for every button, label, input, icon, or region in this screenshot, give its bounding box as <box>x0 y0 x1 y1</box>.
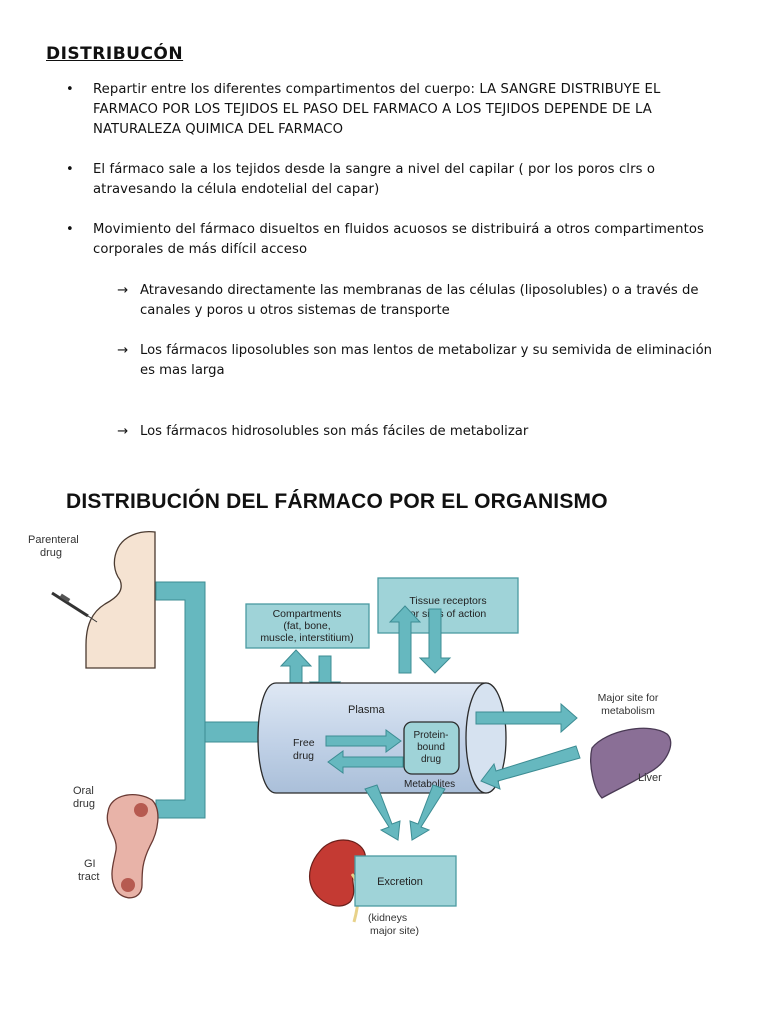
parenteral-label: drug <box>40 547 62 559</box>
binding-arrows <box>325 729 404 774</box>
kidneys-label: (kidneys <box>368 912 407 924</box>
free-drug-label: drug <box>293 750 314 762</box>
arrow-icon: → <box>117 283 129 298</box>
gi-label: tract <box>78 871 99 883</box>
gi-label: GI <box>84 858 96 870</box>
kidneys-label: major site) <box>370 925 419 937</box>
arrow-icon: → <box>117 424 129 439</box>
protein-bound-label: Protein- <box>413 730 448 741</box>
compartments-label: muscle, interstitium) <box>260 632 353 644</box>
excretion-box <box>354 855 457 907</box>
diagram-title: DISTRIBUCIÓN DEL FÁRMACO POR EL ORGANISM… <box>66 490 608 513</box>
excretion-label: Excretion <box>377 876 423 888</box>
oral-label: Oral <box>73 785 94 797</box>
compartments-box <box>245 603 370 649</box>
liver-arrows <box>475 702 581 790</box>
distribution-diagram: Parenteral drug Oral drug GI tract Compa… <box>28 530 672 937</box>
liver-illustration <box>590 727 672 799</box>
compartments-label: (fat, bone, <box>283 620 330 632</box>
major-site-label: metabolism <box>601 705 655 717</box>
bullet-text: Repartir entre los diferentes compartime… <box>93 82 661 137</box>
protein-bound-label: drug <box>421 754 441 765</box>
arrow-icon: → <box>117 343 129 358</box>
sub-bullet-text: Los fármacos liposolubles son mas lentos… <box>140 343 713 378</box>
protein-bound-box <box>403 721 460 775</box>
gi-tract-illustration <box>106 794 159 899</box>
bullet-text: Movimiento del fármaco disueltos en flui… <box>93 222 705 257</box>
metabolites-label: Metabolites <box>404 779 455 790</box>
parenteral-label: Parenteral <box>28 534 79 546</box>
human-torso-illustration <box>51 530 156 669</box>
document-title: DISTRIBUCÓN <box>46 44 184 64</box>
compartments-label: Compartments <box>273 608 342 620</box>
tissue-receptors-label: or sites of action <box>410 608 487 620</box>
oral-label: drug <box>73 798 95 810</box>
bullet-dot: • <box>66 222 74 237</box>
bullet-text: El fármaco sale a los tejidos desde la s… <box>93 162 656 197</box>
excretion-arrows <box>364 784 446 841</box>
sub-bullet-text: Los fármacos hidrosolubles son más fácil… <box>140 424 529 439</box>
free-drug-label: Free <box>293 737 315 749</box>
bullet-dot: • <box>66 82 74 97</box>
bullet-dot: • <box>66 162 74 177</box>
tissue-receptors-label: Tissue receptors <box>409 595 486 607</box>
sub-bullet-text: Atravesando directamente las membranas d… <box>140 283 699 318</box>
liver-label: Liver <box>638 772 662 784</box>
plasma-label: Plasma <box>348 704 386 716</box>
protein-bound-label: bound <box>417 742 445 753</box>
major-site-label: Major site for <box>598 692 659 704</box>
